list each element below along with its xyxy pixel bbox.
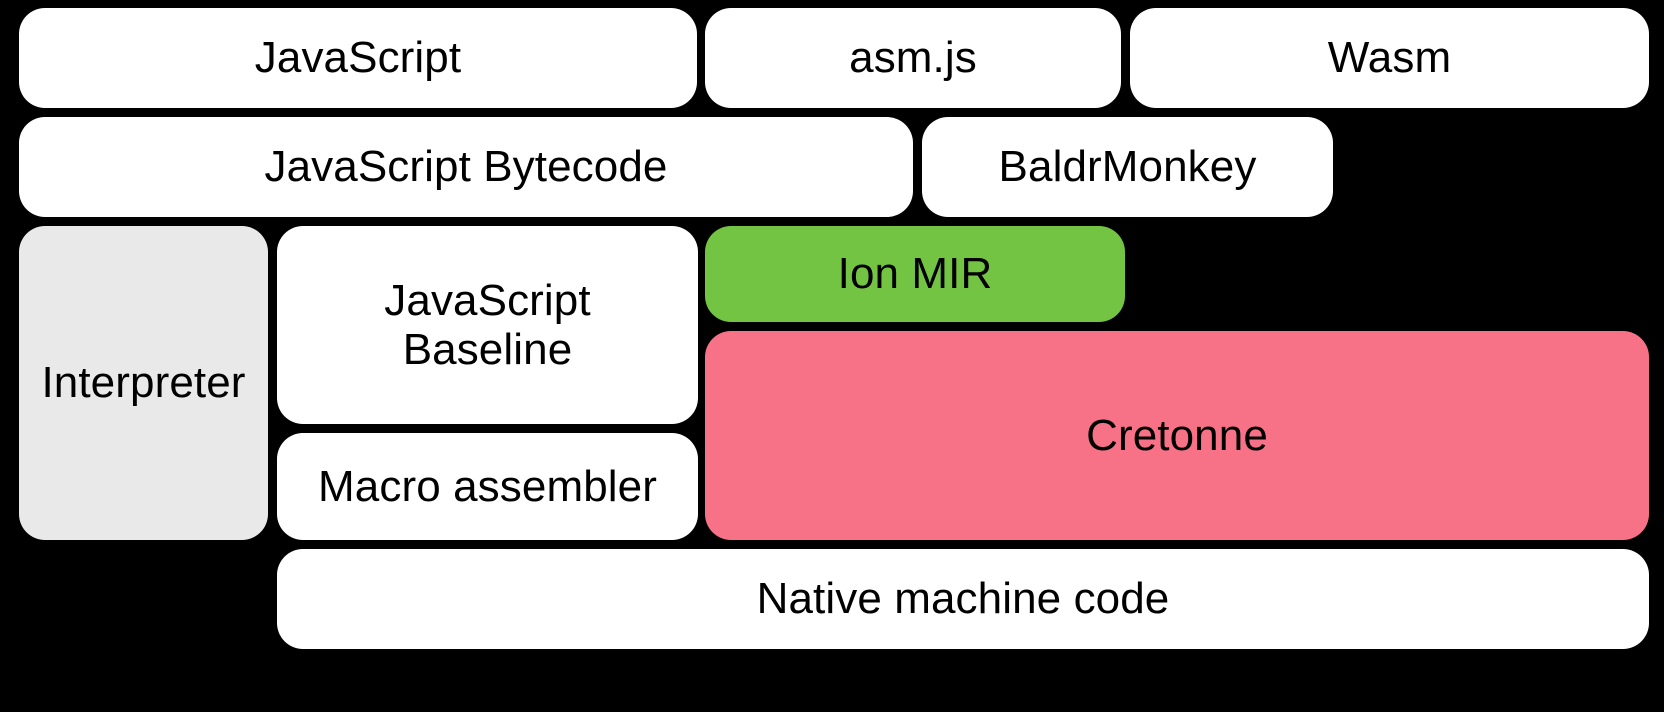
box-wasm-source: Wasm	[1130, 8, 1649, 108]
box-ion-mir: Ion MIR	[705, 226, 1125, 322]
box-asm-js-source: asm.js	[705, 8, 1121, 108]
box-baldrmonkey: BaldrMonkey	[922, 117, 1333, 217]
box-interpreter: Interpreter	[19, 226, 268, 540]
box-javascript-baseline: JavaScript Baseline	[277, 226, 698, 424]
box-macro-assembler: Macro assembler	[277, 433, 698, 540]
box-native-machine-code: Native machine code	[277, 549, 1649, 649]
box-javascript-bytecode: JavaScript Bytecode	[19, 117, 913, 217]
box-cretonne: Cretonne	[705, 331, 1649, 540]
box-javascript-source: JavaScript	[19, 8, 697, 108]
